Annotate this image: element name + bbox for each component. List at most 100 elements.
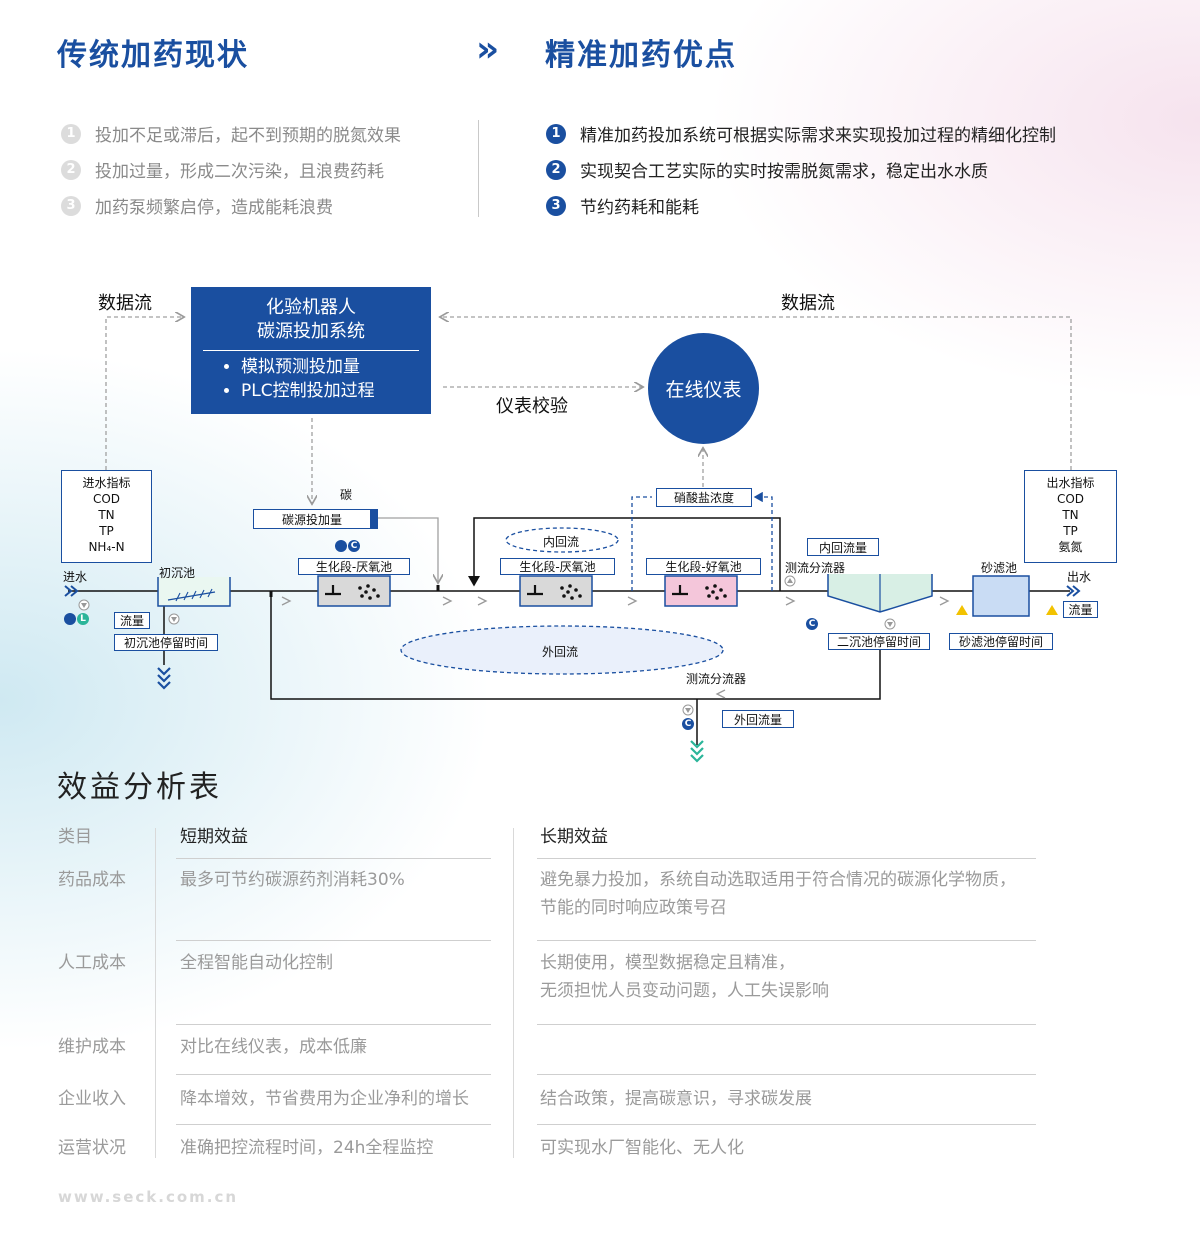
online-meter-circle: 在线仪表	[648, 333, 759, 444]
indicator-item: TP	[99, 524, 114, 538]
primary-retention-box: 初沉池停留时间	[114, 634, 218, 651]
robot-bullet: 模拟预测投加量	[241, 355, 431, 379]
number-icon: 1	[546, 123, 566, 144]
row-long: 避免暴力投加，系统自动选取适用于符合情况的碳源化学物质，	[540, 870, 1016, 890]
number-icon: 2	[61, 159, 81, 180]
anoxic-tank-1-label: 生化段-厌氧池	[298, 558, 410, 575]
outer-reflux-flow-box: 外回流量	[722, 710, 794, 728]
indicator-title: 出水指标	[1046, 476, 1095, 490]
sand-retention-box: 砂滤池停留时间	[949, 633, 1053, 650]
nitrate-box: 硝酸盐浓度	[656, 488, 752, 507]
carbon-dose-box: 碳源投加量	[253, 509, 378, 529]
indicator-item: COD	[1056, 492, 1085, 506]
splitter-label: 测流分流器	[785, 561, 846, 575]
robot-title: 化验机器人	[266, 297, 356, 318]
number-icon: 3	[546, 195, 566, 216]
row-category: 运营状况	[58, 1138, 126, 1158]
number-icon: 1	[61, 123, 81, 144]
inlet-flow-box: 流量	[114, 612, 150, 629]
robot-subtitle: 碳源投加系统	[257, 321, 365, 342]
row-divider	[176, 1074, 491, 1075]
c-meter-icon: C	[348, 540, 360, 552]
precise-item-2: 2 实现契合工艺实际的实时按需脱氮需求，稳定出水水质	[546, 157, 988, 182]
indicator-item: TN	[98, 508, 115, 522]
row-long: 结合政策，提高碳意识，寻求碳发展	[540, 1089, 812, 1109]
traditional-item-1: 1 投加不足或滞后，起不到预期的脱氮效果	[61, 121, 401, 146]
outer-reflux-label: 外回流	[542, 645, 579, 659]
double-chevron-icon: »	[476, 29, 500, 70]
precise-item-text: 精准加药投加系统可根据实际需求来实现投加过程的精细化控制	[580, 126, 1056, 146]
traditional-item-3: 3 加药泵频繁启停，造成能耗浪费	[61, 193, 333, 218]
row-divider	[537, 1124, 1036, 1125]
row-divider	[176, 1124, 491, 1125]
row-category: 维护成本	[58, 1037, 126, 1057]
row-divider	[537, 940, 1036, 941]
number-icon: 2	[546, 159, 566, 180]
column-divider	[155, 828, 156, 1158]
outlet-label: 出水	[1067, 570, 1092, 584]
row-short: 最多可节约碳源药剂消耗30%	[180, 870, 405, 890]
row-long: 节能的同时响应政策号召	[540, 898, 727, 918]
precise-item-text: 节约药耗和能耗	[580, 198, 699, 218]
row-long: 可实现水厂智能化、无人化	[540, 1138, 744, 1158]
c-meter-icon: C	[682, 718, 694, 730]
robot-bullet: PLC控制投加过程	[241, 379, 431, 403]
data-flow-label: 数据流	[98, 293, 152, 314]
inlet-label: 进水	[63, 570, 88, 584]
sand-filter-label: 砂滤池	[981, 561, 1018, 575]
inlet-indicators-box: 进水指标 COD TN TP NH₄-N	[61, 470, 152, 563]
benefit-title: 效益分析表	[57, 770, 222, 805]
traditional-item-text: 加药泵频繁启停，造成能耗浪费	[95, 198, 333, 218]
indicator-item: NH₄-N	[88, 540, 125, 554]
aerobic-tank-label: 生化段-好氧池	[646, 558, 761, 575]
divider	[203, 350, 419, 351]
anoxic-tank-2-label: 生化段-厌氧池	[500, 558, 615, 575]
indicator-item: TN	[1062, 508, 1079, 522]
precise-item-1: 1 精准加药投加系统可根据实际需求来实现投加过程的精细化控制	[546, 121, 1056, 146]
precise-item-text: 实现契合工艺实际的实时按需脱氮需求，稳定出水水质	[580, 162, 988, 182]
indicator-item: TP	[1063, 524, 1078, 538]
c-meter-icon: C	[806, 618, 818, 630]
sensor-icon	[335, 540, 347, 552]
carbon-label: 碳	[340, 488, 353, 502]
traditional-item-2: 2 投加过量，形成二次污染，且浪费药耗	[61, 157, 384, 182]
row-divider	[176, 858, 491, 859]
inner-reflux-label: 内回流	[543, 535, 580, 549]
row-divider	[176, 940, 491, 941]
row-short: 对比在线仪表，成本低廉	[180, 1037, 367, 1057]
outlet-flow-box: 流量	[1063, 601, 1098, 618]
robot-carbon-system-box: 化验机器人 碳源投加系统 模拟预测投加量 PLC控制投加过程	[191, 287, 431, 414]
inner-reflux-flow-box: 内回流量	[807, 538, 879, 556]
row-short: 准确把控流程时间，24h全程监控	[180, 1138, 434, 1158]
precise-title: 精准加药优点	[545, 38, 737, 73]
primary-tank-label: 初沉池	[159, 566, 196, 580]
traditional-title: 传统加药现状	[57, 38, 249, 73]
outlet-indicators-box: 出水指标 COD TN TP 氨氮	[1024, 470, 1117, 563]
header-category: 类目	[58, 827, 92, 847]
indicator-title: 进水指标	[82, 476, 131, 490]
indicator-item: COD	[92, 492, 121, 506]
row-category: 人工成本	[58, 953, 126, 973]
footer-url: www.seck.com.cn	[58, 1188, 239, 1206]
section-divider	[478, 120, 479, 217]
row-category: 企业收入	[58, 1089, 126, 1109]
sensor-icon	[64, 613, 76, 625]
number-icon: 3	[61, 195, 81, 216]
process-flow-lines	[64, 0, 1081, 763]
row-short: 全程智能自动化控制	[180, 953, 333, 973]
header-long-term: 长期效益	[540, 827, 608, 847]
data-flow-label: 数据流	[781, 293, 835, 314]
row-long: 无须担忧人员变动问题，人工失误影响	[540, 981, 829, 1001]
row-divider	[537, 1024, 1036, 1025]
row-long: 长期使用，模型数据稳定且精准，	[540, 953, 795, 973]
traditional-item-text: 投加过量，形成二次污染，且浪费药耗	[95, 162, 384, 182]
header-short-term: 短期效益	[180, 827, 248, 847]
column-divider	[513, 828, 514, 1158]
row-divider	[537, 858, 1036, 859]
robot-bullets: 模拟预测投加量 PLC控制投加过程	[191, 355, 431, 403]
precise-item-3: 3 节约药耗和能耗	[546, 193, 699, 218]
row-category: 药品成本	[58, 870, 126, 890]
calibration-label: 仪表校验	[496, 396, 568, 417]
traditional-item-text: 投加不足或滞后，起不到预期的脱氮效果	[95, 126, 401, 146]
row-short: 降本增效，节省费用为企业净利的增长	[180, 1089, 469, 1109]
